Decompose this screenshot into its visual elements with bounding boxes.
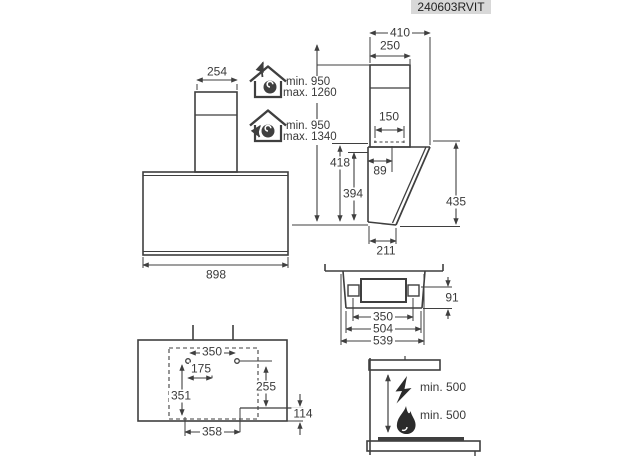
dim-chimney-width: 254: [206, 64, 228, 79]
dim-template-right-height: 255: [253, 379, 279, 394]
dim-template-step: 114: [291, 406, 315, 421]
house-recirculation-icon: [249, 109, 287, 143]
dim-duct-offset: 89: [373, 163, 387, 178]
side-view: [292, 30, 460, 244]
label-recirc-min-height: min. 950: [286, 120, 331, 132]
dim-template-bottom-width: 358: [199, 424, 225, 439]
drill-template: [137, 325, 303, 436]
top-view: [324, 264, 452, 345]
house-exhaust-icon: [249, 61, 287, 99]
dim-bracket-span: 350: [370, 309, 396, 324]
dim-top-width-inner: 504: [370, 321, 396, 336]
front-view: [142, 77, 289, 268]
label-clearance-electric: min. 500: [420, 380, 467, 394]
dim-chimney-depth: 250: [379, 38, 401, 53]
label-exhaust-max-height: max. 1260: [283, 87, 337, 99]
model-code-badge: 240603RVIT: [411, 0, 491, 14]
dim-top-depth: 91: [445, 290, 459, 305]
dim-duct-width: 150: [378, 109, 400, 124]
dim-body-height: 418: [327, 155, 353, 170]
dim-hole-span: 350: [199, 344, 225, 359]
dim-inner-height: 394: [340, 186, 366, 201]
clearance-view: [366, 356, 481, 456]
label-recirc-max-height: max. 1340: [283, 131, 337, 143]
label-exhaust-min-height: min. 950: [286, 76, 331, 88]
dim-overall-depth: 410: [387, 25, 413, 40]
dim-bottom-depth: 211: [376, 243, 396, 258]
dim-body-width: 898: [205, 267, 227, 282]
dim-hole-half-span: 175: [188, 361, 214, 376]
dim-top-width-outer: 539: [370, 333, 396, 348]
model-code: 240603RVIT: [417, 0, 485, 14]
lightning-icon: [395, 376, 412, 404]
dim-panel-height: 435: [443, 194, 469, 209]
dim-template-left-height: 351: [168, 388, 194, 403]
flame-icon: [396, 406, 416, 434]
label-clearance-gas: min. 500: [420, 408, 467, 422]
